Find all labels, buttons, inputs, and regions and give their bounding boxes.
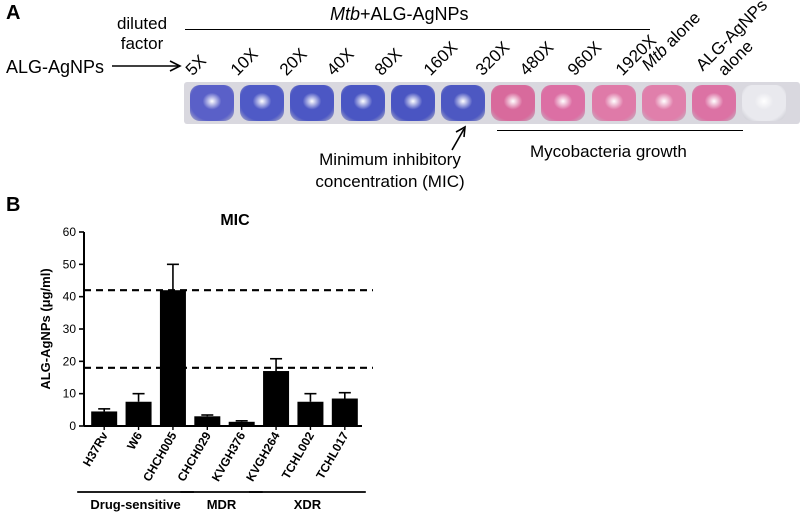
alg-agnps-label: ALG-AgNPs bbox=[6, 57, 105, 77]
bar bbox=[194, 416, 221, 426]
y-axis-label: ALG-AgNPs (μg/ml) bbox=[38, 268, 53, 389]
bar bbox=[228, 421, 255, 426]
bar bbox=[91, 411, 118, 426]
microplate-well bbox=[491, 85, 536, 121]
microplate-well bbox=[441, 85, 485, 121]
x-tick-label: KVGH264 bbox=[243, 429, 283, 484]
x-tick-label: TCHL017 bbox=[313, 429, 351, 481]
group-label: Drug-sensitive bbox=[90, 497, 180, 512]
chart-title: MIC bbox=[220, 212, 250, 229]
bar bbox=[297, 401, 324, 426]
y-tick-label: 20 bbox=[63, 354, 77, 368]
microplate-well bbox=[190, 85, 234, 121]
bar bbox=[159, 290, 186, 426]
microplate-well bbox=[641, 85, 686, 121]
bar bbox=[331, 398, 358, 426]
y-tick-label: 60 bbox=[63, 225, 77, 239]
microplate-well bbox=[290, 85, 335, 121]
dilution-arrow-icon bbox=[112, 60, 182, 72]
panel-b-label: B bbox=[6, 194, 21, 216]
microplate-well bbox=[541, 85, 586, 121]
y-tick-label: 40 bbox=[63, 290, 77, 304]
microplate-well bbox=[591, 85, 636, 121]
microplate-well bbox=[390, 85, 435, 121]
x-tick-label: W6 bbox=[124, 429, 145, 452]
y-tick-label: 0 bbox=[69, 419, 76, 433]
mtb-header-line bbox=[185, 29, 650, 30]
y-tick-label: 10 bbox=[63, 387, 77, 401]
microplate-well bbox=[742, 85, 787, 121]
panel-a-label: A bbox=[6, 2, 21, 24]
group-label: MDR bbox=[207, 497, 237, 512]
y-tick-label: 30 bbox=[63, 322, 77, 336]
x-tick-label: TCHL002 bbox=[279, 429, 317, 481]
x-tick-label: H37Rv bbox=[80, 429, 111, 469]
microplate-well bbox=[240, 85, 285, 121]
mic-arrow-icon bbox=[451, 125, 466, 151]
x-tick-label: KVGH376 bbox=[209, 429, 249, 484]
microplate-well bbox=[340, 85, 385, 121]
x-tick-label: CHCH005 bbox=[140, 429, 180, 484]
y-tick-label: 50 bbox=[63, 257, 77, 271]
x-tick-label: CHCH029 bbox=[174, 429, 214, 484]
group-label: XDR bbox=[294, 497, 322, 512]
growth-line bbox=[497, 130, 743, 131]
mycobacteria-growth-label: Mycobacteria growth bbox=[530, 142, 687, 161]
mtb-alg-agnps-header: Mtb+ALG-AgNPs bbox=[330, 4, 469, 24]
bar bbox=[263, 371, 290, 426]
microplate-well bbox=[692, 85, 736, 121]
bar bbox=[125, 401, 152, 426]
